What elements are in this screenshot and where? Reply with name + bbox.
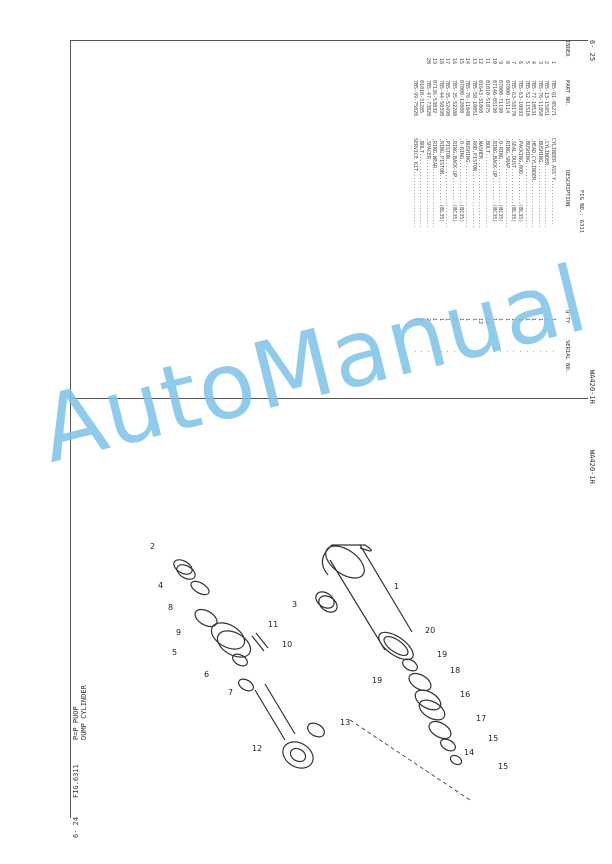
callout-7: 7 bbox=[228, 688, 234, 697]
callout-19: 19 bbox=[372, 676, 383, 685]
callout-9: 9 bbox=[176, 628, 182, 637]
callout-16: 16 bbox=[460, 690, 471, 699]
callout-12: 12 bbox=[252, 744, 263, 753]
callout-8: 8 bbox=[168, 603, 174, 612]
callout-4: 4 bbox=[158, 581, 164, 590]
callout-6: 6 bbox=[204, 670, 210, 679]
cylinder-clevis-end bbox=[325, 545, 365, 579]
callout-1: 1 bbox=[394, 582, 400, 591]
callout-5: 5 bbox=[172, 648, 178, 657]
callout-3: 3 bbox=[292, 600, 298, 609]
table-divider-bottom bbox=[70, 398, 588, 399]
page-border-top bbox=[70, 40, 588, 41]
callout-18: 18 bbox=[450, 666, 461, 675]
callout-13: 13 bbox=[340, 718, 351, 727]
callout-10: 10 bbox=[282, 640, 293, 649]
callout-2: 2 bbox=[150, 542, 156, 551]
callout-17: 17 bbox=[476, 714, 487, 723]
callout-15: 15 bbox=[488, 734, 499, 743]
callout-19b: 19 bbox=[437, 650, 448, 659]
callout-11: 11 bbox=[268, 620, 279, 629]
callout-14: 14 bbox=[464, 748, 475, 757]
cylinder-flange bbox=[378, 631, 414, 661]
callout-15b: 15 bbox=[498, 762, 509, 771]
page-border-left bbox=[70, 40, 71, 818]
callout-20: 20 bbox=[425, 626, 436, 635]
